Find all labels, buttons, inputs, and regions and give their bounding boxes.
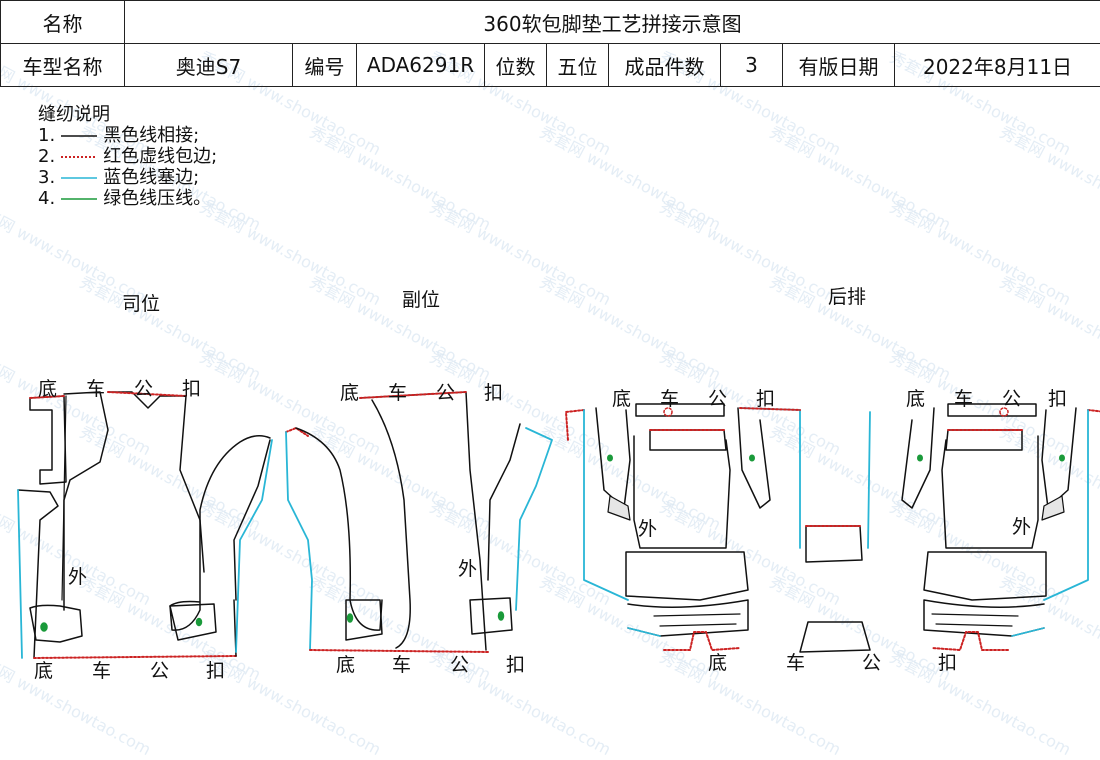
passenger-left-piece: [286, 428, 382, 650]
mark-di: 底: [708, 648, 727, 675]
mark-di: 底: [336, 650, 355, 677]
driver-side-piece: [170, 436, 272, 652]
mark-di: 底: [612, 384, 631, 411]
mark-kou: 扣: [182, 374, 201, 401]
mark-gong: 公: [862, 648, 881, 675]
mark-di: 底: [38, 374, 57, 401]
mark-kou: 扣: [506, 650, 525, 677]
mark-kou: 扣: [756, 384, 775, 411]
rear-right-mirror: [902, 404, 1100, 650]
rear-left-side-piece: [566, 408, 630, 600]
mark-gong: 公: [436, 378, 455, 405]
mark-che: 车: [92, 656, 111, 683]
mark-che: 车: [392, 650, 411, 677]
mark-wai: 外: [458, 554, 477, 581]
mark-che: 车: [954, 384, 973, 411]
mark-gong: 公: [134, 374, 153, 401]
rear-center-pieces: [800, 412, 870, 652]
mark-che: 车: [86, 374, 105, 401]
mark-di: 底: [340, 378, 359, 405]
mark-gong: 公: [450, 650, 469, 677]
mark-wai: 外: [638, 514, 657, 541]
passenger-mat: [310, 392, 488, 652]
mark-wai: 外: [1012, 512, 1031, 539]
mark-gong: 公: [708, 384, 727, 411]
mark-gong: 公: [1002, 384, 1021, 411]
mark-che: 车: [786, 648, 805, 675]
mark-che: 车: [388, 378, 407, 405]
mat-pattern-drawing: [0, 0, 1100, 734]
driver-mat: [18, 392, 236, 658]
mark-kou: 扣: [206, 656, 225, 683]
mark-kou: 扣: [1048, 384, 1067, 411]
mark-gong: 公: [150, 656, 169, 683]
mark-di: 底: [34, 656, 53, 683]
mark-che: 车: [660, 384, 679, 411]
mark-kou: 扣: [938, 648, 957, 675]
mark-wai: 外: [68, 562, 87, 589]
mark-kou: 扣: [484, 378, 503, 405]
mark-di: 底: [906, 384, 925, 411]
rear-left-main-mat: [608, 404, 801, 650]
